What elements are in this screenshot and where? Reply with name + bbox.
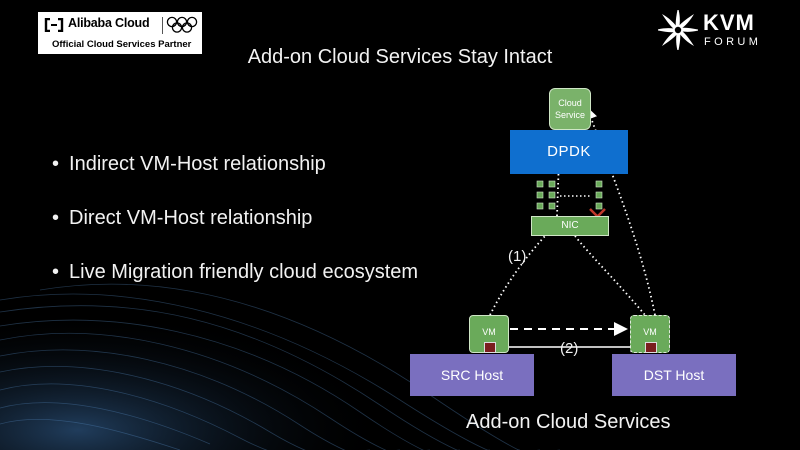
logo-divider	[162, 17, 163, 34]
slide-title: Add-on Cloud Services Stay Intact	[247, 46, 553, 68]
dst-host-box: DST Host	[612, 354, 736, 396]
nic-queue-squares	[536, 180, 603, 210]
vm-port-icon	[484, 342, 496, 353]
path-label-1: (1)	[508, 248, 527, 265]
bullet-list: Indirect VM-Host relationship Direct VM-…	[52, 152, 418, 314]
dst-vm-box: VM	[630, 315, 670, 353]
src-host-box: SRC Host	[410, 354, 534, 396]
bullet-item: Live Migration friendly cloud ecosystem	[52, 260, 418, 314]
src-vm-label: VM	[482, 327, 496, 337]
kvm-flower-icon	[658, 10, 698, 50]
path-1-lower	[489, 235, 546, 316]
alibaba-brand-text: Alibaba Cloud	[68, 16, 150, 30]
diagram-caption: Add-on Cloud Services	[466, 411, 671, 433]
path-nic-to-dst	[574, 235, 646, 316]
src-vm-box: VM	[469, 315, 509, 353]
nic-box: NIC	[531, 216, 609, 236]
alibaba-cloud-logo: Alibaba Cloud Official Cloud Services Pa…	[38, 12, 202, 54]
dpdk-box: DPDK	[510, 130, 628, 174]
kvm-logo-title: KVM	[703, 10, 755, 35]
path-1-upper	[553, 126, 566, 217]
vm-port-icon	[645, 342, 657, 353]
olympic-rings-icon	[166, 16, 198, 33]
path-dst-to-cloud	[585, 106, 656, 316]
path-label-2: (2)	[560, 340, 579, 357]
dst-vm-label: VM	[643, 327, 657, 337]
kvm-logo-subtitle: FORUM	[704, 36, 762, 48]
bullet-item: Indirect VM-Host relationship	[52, 152, 418, 206]
bullet-item: Direct VM-Host relationship	[52, 206, 418, 260]
alibaba-mark-icon	[44, 18, 64, 32]
cloud-service-box: Cloud Service	[549, 88, 591, 130]
alibaba-partner-text: Official Cloud Services Partner	[52, 39, 192, 50]
